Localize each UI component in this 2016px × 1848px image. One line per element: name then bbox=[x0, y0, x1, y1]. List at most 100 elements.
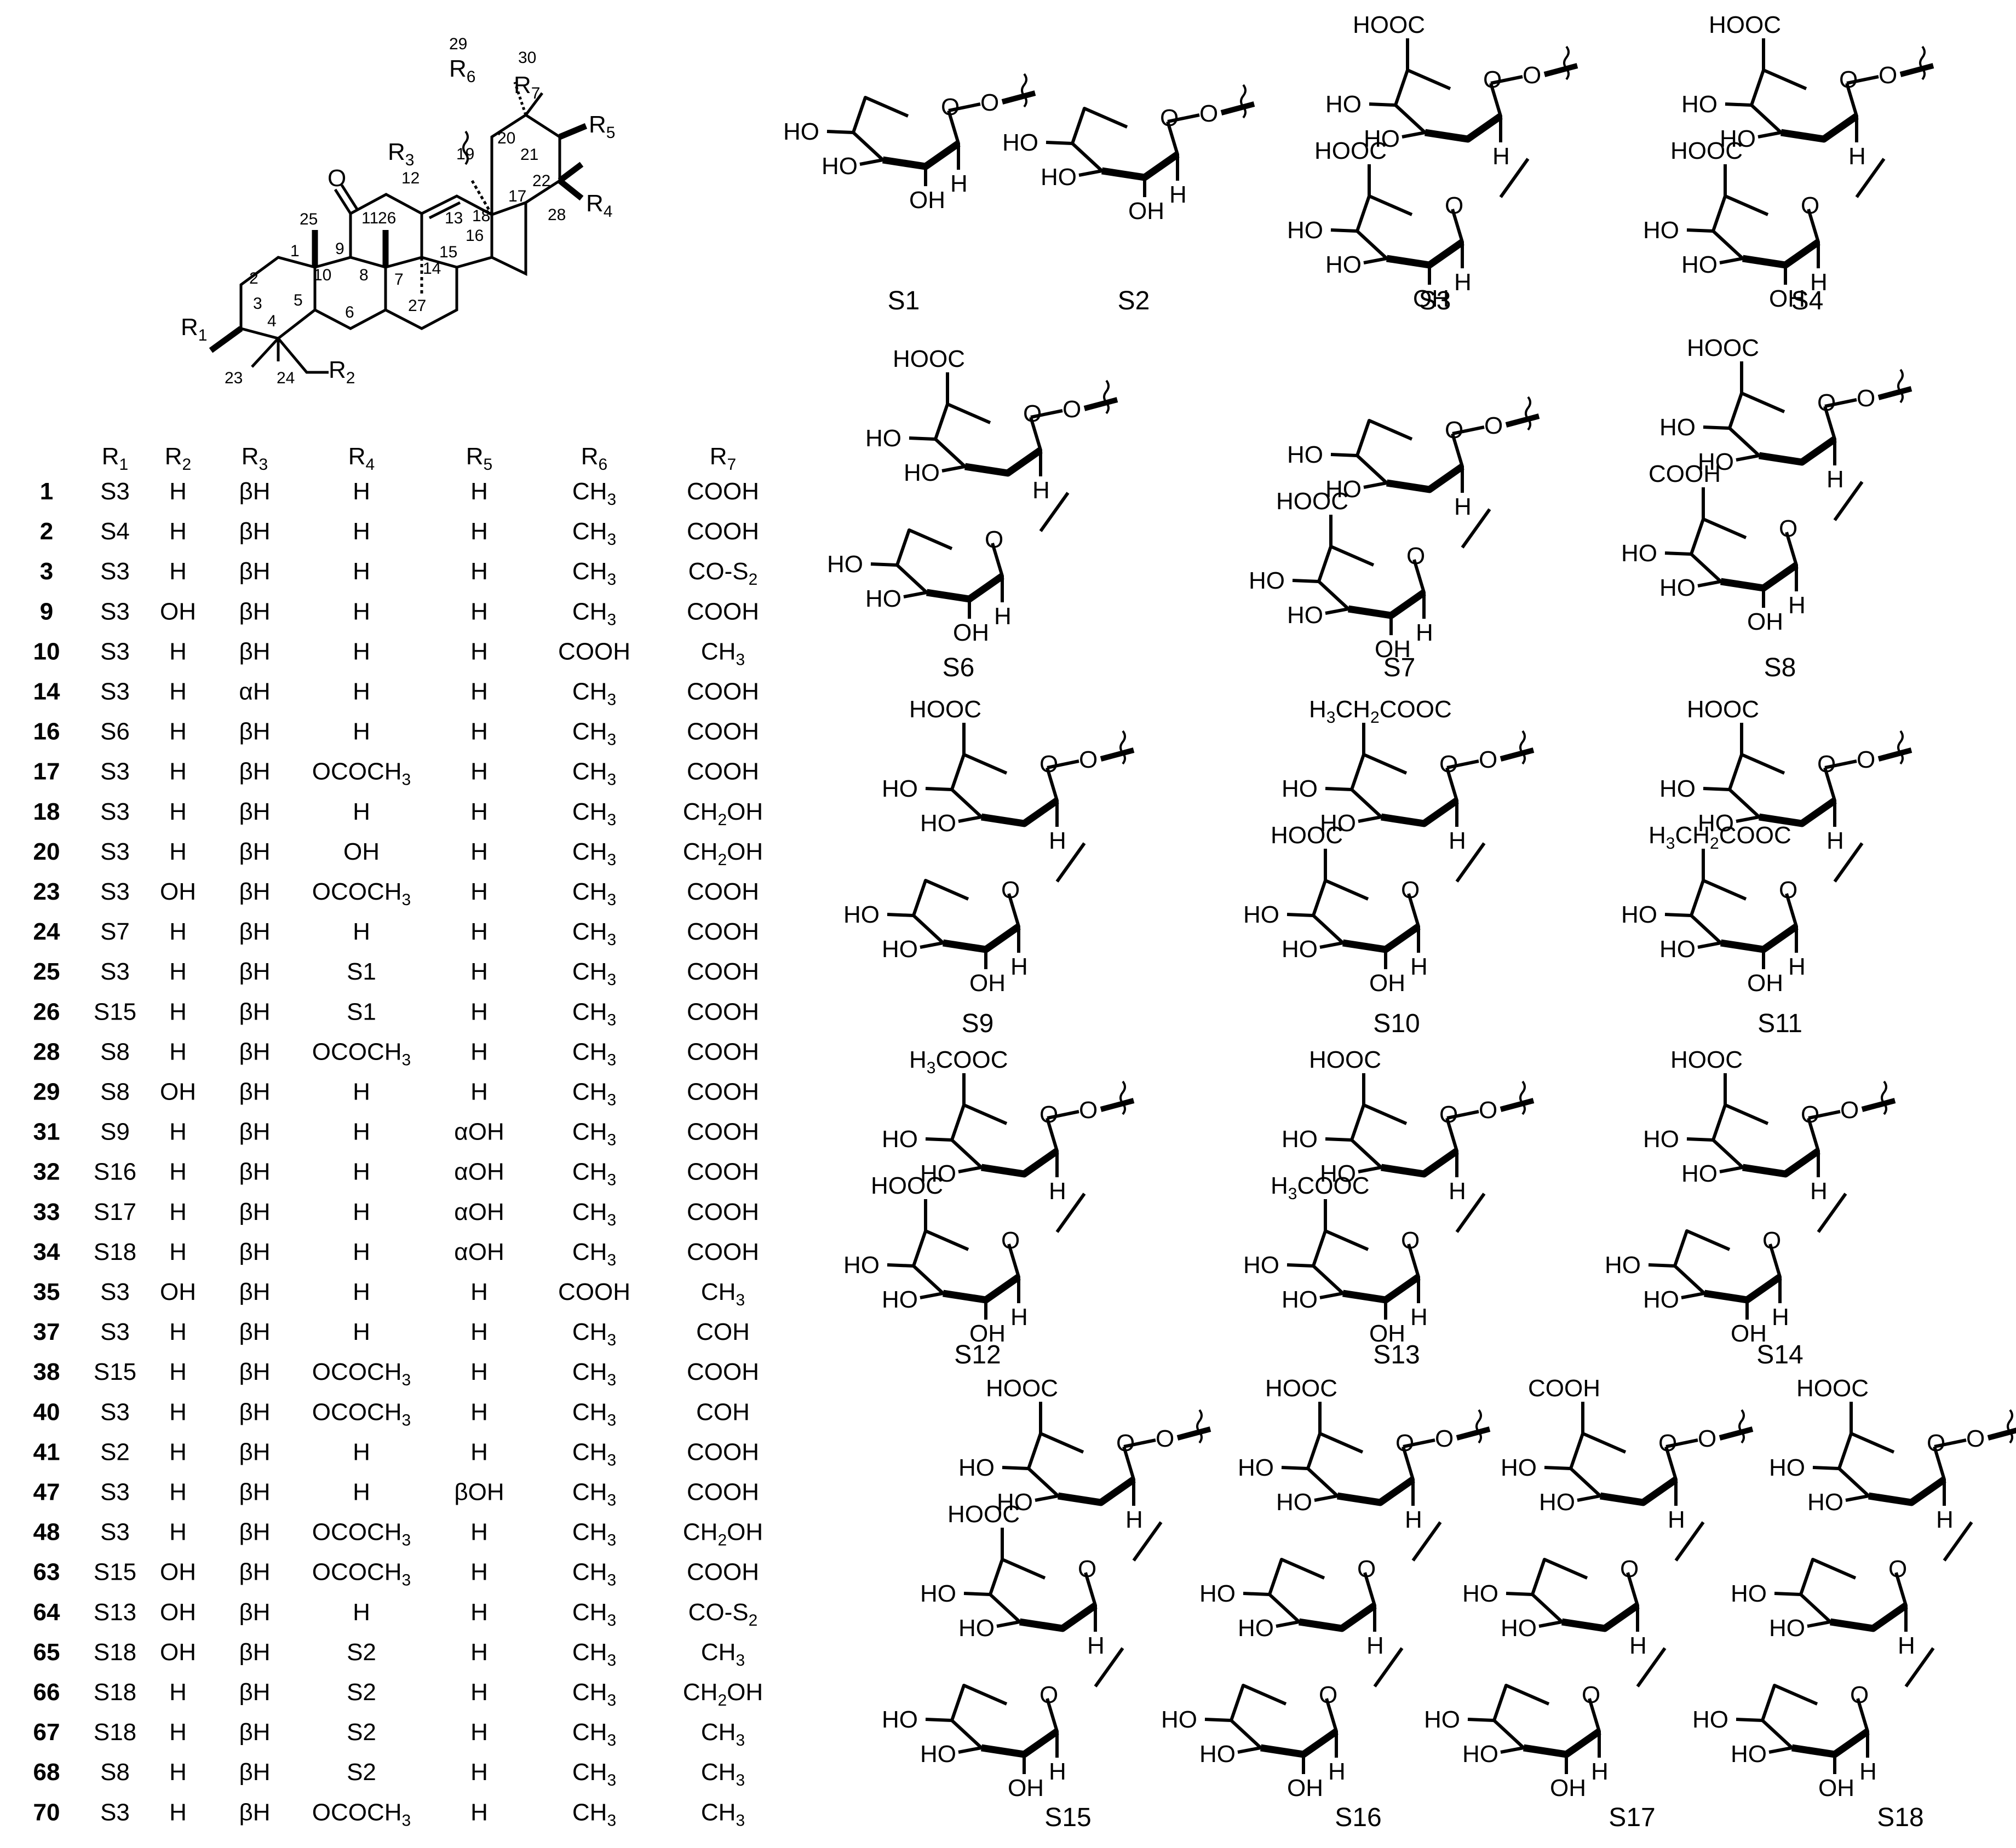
sugar-label: S13 bbox=[1373, 1340, 1420, 1369]
sugar-label: S15 bbox=[1044, 1803, 1091, 1832]
table-cell: H bbox=[353, 598, 370, 625]
ring-oxygen: O bbox=[1817, 751, 1836, 778]
hydroxyl-group: HO bbox=[1462, 1741, 1498, 1768]
table-cell: S17 bbox=[94, 1199, 136, 1225]
table-cell: CH2OH bbox=[683, 1679, 763, 1709]
table-cell: CH3 bbox=[572, 1358, 616, 1389]
anomeric-h: H bbox=[1492, 143, 1510, 170]
table-cell: CH3 bbox=[572, 1319, 616, 1349]
table-cell: βH bbox=[239, 558, 270, 585]
table-cell: αOH bbox=[454, 1199, 504, 1225]
hydroxyl-group: HO bbox=[1462, 1580, 1498, 1607]
table-cell: COOH bbox=[687, 1199, 759, 1225]
ring-oxygen: O bbox=[1582, 1682, 1600, 1708]
num-1: 1 bbox=[290, 242, 300, 260]
table-header-r1: R1 bbox=[102, 443, 128, 474]
table-cell: H bbox=[470, 1438, 488, 1465]
carboxyl-group: HOOC bbox=[1670, 1046, 1743, 1073]
ring-oxygen: O bbox=[1445, 417, 1463, 444]
sugar-label: S11 bbox=[1757, 1009, 1802, 1038]
table-cell: S15 bbox=[94, 998, 136, 1025]
sugar-label: S16 bbox=[1335, 1803, 1381, 1832]
anomeric-h: H bbox=[1788, 953, 1806, 980]
sugar-label: S14 bbox=[1756, 1340, 1803, 1369]
anomeric-h: H bbox=[1936, 1506, 1954, 1533]
hydroxyl-group: HO bbox=[1731, 1741, 1767, 1768]
hydroxyl-group: HO bbox=[1659, 574, 1696, 601]
table-cell: H bbox=[169, 918, 187, 945]
table-cell: OH bbox=[160, 598, 196, 625]
num-27: 27 bbox=[408, 297, 426, 315]
ring-oxygen: O bbox=[1001, 877, 1020, 903]
sugar-label: S9 bbox=[962, 1009, 994, 1038]
table-cell: βH bbox=[239, 1519, 270, 1546]
anomeric-h: H bbox=[1416, 619, 1433, 646]
table-cell: CH2OH bbox=[683, 798, 763, 829]
table-cell: βH bbox=[239, 598, 270, 625]
ring-oxygen: O bbox=[1779, 515, 1797, 542]
table-cell: H bbox=[169, 638, 187, 665]
num-8: 8 bbox=[359, 266, 369, 284]
hydroxyl-group: HO bbox=[1501, 1454, 1537, 1481]
compound-number: 16 bbox=[33, 718, 60, 745]
carboxyl-group: HOOC bbox=[1265, 1375, 1337, 1402]
carboxyl-group: HOOC bbox=[1687, 696, 1759, 723]
table-cell: COOH bbox=[687, 1358, 759, 1385]
hydroxyl-group: HO bbox=[1282, 936, 1318, 963]
table-cell: H bbox=[169, 518, 187, 545]
num-23: 23 bbox=[225, 369, 243, 387]
hydroxyl-group: HO bbox=[1681, 251, 1718, 278]
ring-oxygen: O bbox=[1039, 1682, 1058, 1708]
table-cell: H bbox=[169, 1319, 187, 1345]
table-cell: S3 bbox=[100, 838, 130, 865]
table-cell: H bbox=[470, 918, 488, 945]
table-cell: CH3 bbox=[572, 718, 616, 749]
table-cell: S2 bbox=[347, 1759, 376, 1786]
table-cell: H bbox=[470, 638, 488, 665]
num-9: 9 bbox=[335, 240, 344, 258]
table-cell: CH3 bbox=[572, 1119, 616, 1149]
table-cell: βH bbox=[239, 1119, 270, 1145]
table-cell: CH3 bbox=[572, 918, 616, 949]
table-cell: OCOCH3 bbox=[312, 1358, 411, 1389]
table-cell: CH2OH bbox=[683, 838, 763, 869]
compound-number: 70 bbox=[33, 1799, 60, 1826]
hydroxyl-group: HO bbox=[1621, 540, 1657, 567]
table-cell: βH bbox=[239, 1079, 270, 1106]
hydroxyl-group: OH bbox=[1818, 1775, 1854, 1801]
num-4: 4 bbox=[267, 312, 277, 330]
table-cell: H bbox=[470, 1679, 488, 1706]
table-cell: S1 bbox=[347, 958, 376, 985]
hydroxyl-group: HO bbox=[1282, 1286, 1318, 1313]
table-cell: βH bbox=[239, 518, 270, 545]
num-26: 26 bbox=[378, 209, 396, 227]
table-cell: CH3 bbox=[572, 1438, 616, 1469]
table-cell: H bbox=[169, 1759, 187, 1786]
table-cell: CH3 bbox=[572, 1559, 616, 1590]
table-cell: S2 bbox=[347, 1639, 376, 1666]
table-cell: H bbox=[470, 998, 488, 1025]
table-cell: H bbox=[169, 1398, 187, 1425]
table-cell: S18 bbox=[94, 1719, 136, 1746]
table-cell: OCOCH3 bbox=[312, 878, 411, 909]
compound-number: 35 bbox=[33, 1279, 60, 1305]
anomeric-h: H bbox=[1366, 1632, 1384, 1659]
table-cell: βH bbox=[239, 838, 270, 865]
hydroxyl-group: HO bbox=[822, 153, 858, 180]
compound-number: 67 bbox=[33, 1719, 60, 1746]
table-cell: H bbox=[470, 1038, 488, 1065]
hydroxyl-group: HO bbox=[1681, 91, 1718, 118]
hydroxyl-group: OH bbox=[1747, 608, 1783, 635]
table-cell: CH3 bbox=[572, 1759, 616, 1789]
ring-oxygen: O bbox=[1888, 1556, 1907, 1582]
hydroxyl-group: HO bbox=[1643, 217, 1679, 244]
table-cell: S9 bbox=[100, 1119, 130, 1145]
anomeric-h: H bbox=[1049, 1178, 1066, 1205]
table-cell: CH3 bbox=[572, 678, 616, 709]
table-header-r4: R4 bbox=[348, 443, 375, 474]
anomeric-h: H bbox=[1010, 953, 1028, 980]
